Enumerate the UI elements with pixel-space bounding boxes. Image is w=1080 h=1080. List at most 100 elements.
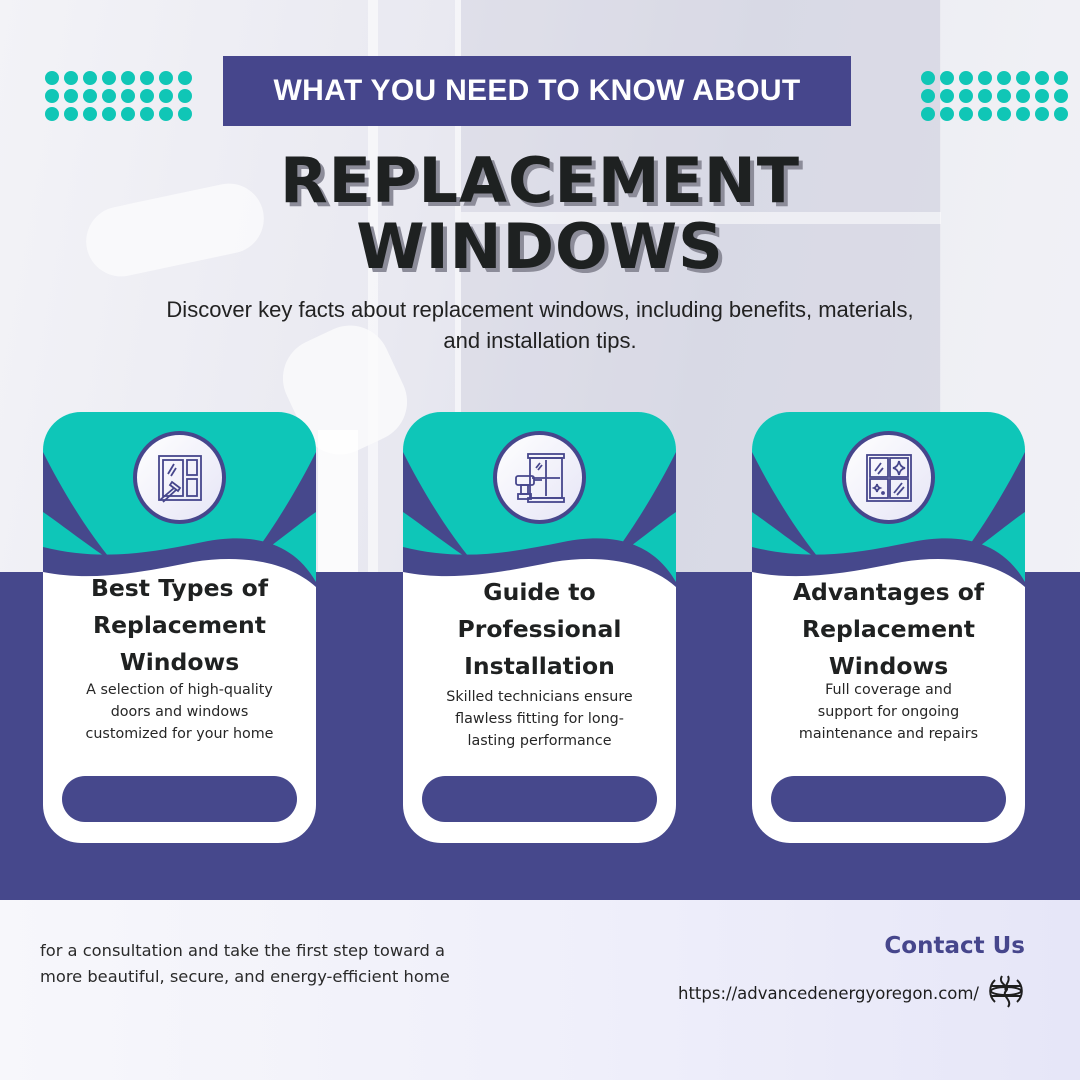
title-line-2: WINDOWS bbox=[356, 210, 724, 283]
decorative-dot bbox=[997, 89, 1011, 104]
call-to-action-text: for a consultation and take the first st… bbox=[40, 938, 560, 990]
decorative-dot bbox=[1035, 107, 1049, 122]
footer-area bbox=[0, 900, 1080, 1080]
decorative-dot bbox=[1016, 107, 1030, 122]
decorative-dot bbox=[102, 107, 116, 122]
decorative-dot bbox=[102, 89, 116, 104]
decorative-dot bbox=[1054, 107, 1068, 122]
card-title: Guide to Professional Installation bbox=[413, 574, 666, 685]
card-title-line: Installation bbox=[464, 652, 615, 680]
card-desc-line: flawless fitting for long- bbox=[455, 711, 624, 727]
decorative-dot bbox=[140, 89, 154, 104]
card-title: Advantages of Replacement Windows bbox=[762, 574, 1015, 685]
kicker-banner: WHAT YOU NEED TO KNOW ABOUT bbox=[223, 56, 851, 126]
decorative-dot bbox=[178, 71, 192, 85]
decorative-dot bbox=[959, 107, 973, 122]
card-advantages: Advantages of Replacement Windows Full c… bbox=[752, 412, 1025, 843]
card-action-button[interactable] bbox=[62, 776, 297, 822]
cta-line-2: more beautiful, secure, and energy-effic… bbox=[40, 967, 450, 986]
page-subtitle: Discover key facts about replacement win… bbox=[60, 294, 1020, 356]
card-description: Skilled technicians ensure flawless fitt… bbox=[411, 686, 668, 752]
cta-line-1: for a consultation and take the first st… bbox=[40, 941, 446, 960]
decorative-dot bbox=[83, 107, 97, 122]
window-frame bbox=[455, 0, 461, 572]
decorative-dot bbox=[45, 107, 59, 122]
decorative-dot bbox=[978, 107, 992, 122]
card-title-line: Windows bbox=[119, 648, 240, 676]
decorative-dot bbox=[121, 71, 135, 85]
decorative-dot bbox=[921, 107, 935, 122]
decorative-dot bbox=[1016, 89, 1030, 104]
kicker-text: WHAT YOU NEED TO KNOW ABOUT bbox=[273, 74, 801, 107]
subtitle-line-1: Discover key facts about replacement win… bbox=[166, 297, 914, 322]
decorative-dot bbox=[64, 107, 78, 122]
decorative-dot bbox=[940, 107, 954, 122]
decorative-dot bbox=[159, 71, 173, 85]
card-title-line: Best Types of bbox=[90, 574, 269, 602]
window-frame bbox=[368, 0, 378, 572]
globe-icon bbox=[987, 972, 1025, 1015]
decorative-dot bbox=[45, 71, 59, 85]
decorative-dot bbox=[921, 89, 935, 104]
window-rail bbox=[461, 212, 941, 224]
decorative-dot bbox=[140, 107, 154, 122]
card-best-types: Best Types of Replacement Windows A sele… bbox=[43, 412, 316, 843]
card-desc-line: maintenance and repairs bbox=[798, 726, 979, 742]
decorative-dot bbox=[83, 71, 97, 85]
decorative-dot bbox=[1016, 71, 1030, 85]
card-desc-line: Full coverage and bbox=[825, 682, 952, 698]
window-drill-installation-icon bbox=[493, 431, 586, 524]
card-action-button[interactable] bbox=[422, 776, 657, 822]
card-action-button[interactable] bbox=[771, 776, 1006, 822]
decorative-dot bbox=[940, 89, 954, 104]
decorative-dot bbox=[102, 71, 116, 85]
decorative-dot bbox=[959, 71, 973, 85]
decorative-dot bbox=[64, 89, 78, 104]
card-title-line: Replacement bbox=[801, 615, 976, 643]
decorative-dot bbox=[159, 107, 173, 122]
decorative-dot bbox=[83, 89, 97, 104]
decorative-dot bbox=[959, 89, 973, 104]
card-title-line: Advantages of bbox=[792, 578, 985, 606]
decorative-dot bbox=[1035, 89, 1049, 104]
card-desc-line: A selection of high-quality bbox=[86, 682, 273, 698]
decorative-dot bbox=[997, 107, 1011, 122]
decorative-dots-left bbox=[45, 71, 192, 122]
decorative-dot bbox=[178, 107, 192, 122]
decorative-dot bbox=[1054, 89, 1068, 104]
page-title: REPLACEMENT WINDOWS bbox=[0, 148, 1080, 280]
card-desc-line: support for ongoing bbox=[817, 704, 960, 720]
decorative-dot bbox=[978, 89, 992, 104]
card-title-line: Windows bbox=[828, 652, 949, 680]
decorative-dot bbox=[1035, 71, 1049, 85]
card-description: A selection of high-quality doors and wi… bbox=[51, 679, 308, 745]
title-line-1: REPLACEMENT bbox=[279, 144, 801, 217]
card-desc-line: customized for your home bbox=[85, 726, 274, 742]
decorative-dot bbox=[159, 89, 173, 104]
window-sash bbox=[318, 430, 358, 572]
website-link[interactable]: https://advancedenergyoregon.com/ bbox=[678, 984, 979, 1003]
website-link-row: https://advancedenergyoregon.com/ bbox=[678, 972, 1025, 1015]
card-desc-line: doors and windows bbox=[110, 704, 249, 720]
card-title-line: Guide to bbox=[483, 578, 596, 606]
card-title: Best Types of Replacement Windows bbox=[53, 570, 306, 681]
card-desc-line: lasting performance bbox=[467, 733, 612, 749]
decorative-dot bbox=[997, 71, 1011, 85]
decorative-dots-right bbox=[921, 71, 1068, 122]
decorative-dot bbox=[45, 89, 59, 104]
window-cleaning-squeegee-icon bbox=[133, 431, 226, 524]
decorative-dot bbox=[1054, 71, 1068, 85]
decorative-dot bbox=[178, 89, 192, 104]
decorative-dot bbox=[940, 71, 954, 85]
card-professional-installation: Guide to Professional Installation Skill… bbox=[403, 412, 676, 843]
sparkling-clean-window-icon bbox=[842, 431, 935, 524]
decorative-dot bbox=[978, 71, 992, 85]
subtitle-line-2: and installation tips. bbox=[443, 328, 637, 353]
decorative-dot bbox=[121, 89, 135, 104]
contact-us-heading: Contact Us bbox=[884, 933, 1025, 959]
card-description: Full coverage and support for ongoing ma… bbox=[760, 679, 1017, 745]
decorative-dot bbox=[921, 71, 935, 85]
decorative-dot bbox=[64, 71, 78, 85]
card-title-line: Professional bbox=[457, 615, 622, 643]
decorative-dot bbox=[121, 107, 135, 122]
